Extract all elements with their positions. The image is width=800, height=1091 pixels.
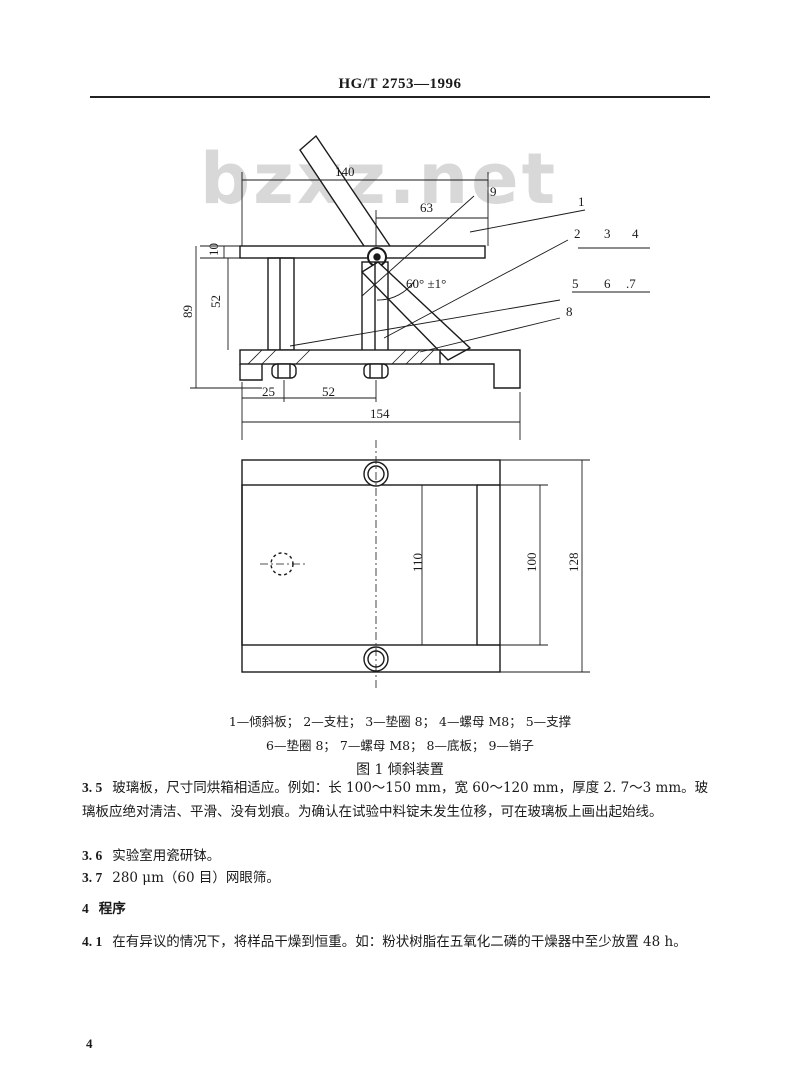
figure-legend-line-2: 6—垫圈 8； 7—螺母 M8； 8—底板； 9—销子 <box>266 738 534 753</box>
section-number: 3. 5 <box>82 780 103 795</box>
nut-left <box>271 363 297 379</box>
section-text: 程序 <box>98 901 126 917</box>
section-3-6: 3. 6 实验室用瓷研钵。 <box>82 844 714 868</box>
dim-52-vertical: 52 <box>208 295 223 308</box>
dim-63: 63 <box>420 200 433 215</box>
standard-code-header: HG/T 2753—1996 <box>338 76 462 92</box>
callout-2: 2 <box>574 226 581 241</box>
dim-100: 100 <box>524 553 539 573</box>
plan-inner <box>241 484 478 646</box>
dim-10: 10 <box>206 243 221 256</box>
angle-label: 60° ±1° <box>406 276 446 291</box>
section-4-1: 4. 1 在有异议的情况下，将样品干燥到恒重。如：粉状树脂在五氧化二磷的干燥器中至… <box>82 930 714 954</box>
support-block <box>267 257 295 351</box>
section-number: 3. 7 <box>82 870 103 885</box>
section-text: 在有异议的情况下，将样品干燥到恒重。如：粉状树脂在五氧化二磷的干燥器中至少放置 … <box>112 934 687 950</box>
dim-140: 140 <box>335 164 355 179</box>
section-number: 4. 1 <box>82 934 103 949</box>
base-plate <box>239 349 441 365</box>
section-number: 4 <box>82 901 89 916</box>
nut-right <box>363 363 389 379</box>
figure-title: 图 1 倾斜装置 <box>356 762 444 778</box>
dim-154: 154 <box>370 406 390 421</box>
section-text: 玻璃板，尺寸同烘箱相适应。例如：长 100～150 mm，宽 60～120 mm… <box>82 780 709 820</box>
section-text: 280 μm（60 目）网眼筛。 <box>112 870 280 886</box>
section-number: 3. 6 <box>82 848 103 863</box>
callout-1: 1 <box>578 194 585 209</box>
watermark: bzxz.net <box>200 138 559 220</box>
callout-9: 9 <box>490 184 497 199</box>
callout-8: 8 <box>566 304 573 319</box>
tilting-device-drawing: 140 63 10 52 89 60° ±1° 25 52 154 110 10… <box>180 134 650 690</box>
dim-25: 25 <box>262 384 275 399</box>
callout-6: 6 <box>604 276 611 291</box>
dim-52-horizontal: 52 <box>322 384 335 399</box>
dim-110: 110 <box>410 553 425 572</box>
callout-5: 5 <box>572 276 579 291</box>
callout-7: .7 <box>626 276 636 291</box>
top-plate <box>239 245 486 259</box>
callout-4: 4 <box>632 226 639 241</box>
header-rule <box>90 96 710 98</box>
dim-128: 128 <box>566 553 581 573</box>
section-3-7: 3. 7 280 μm（60 目）网眼筛。 <box>82 866 714 890</box>
section-text: 实验室用瓷研钵。 <box>112 848 221 864</box>
plan-outer <box>241 459 501 673</box>
tilt-plate <box>299 134 391 259</box>
dim-89: 89 <box>180 305 195 318</box>
section-4-heading: 4 程序 <box>82 897 714 921</box>
figure-legend-line-1: 1—倾斜板； 2—支柱； 3—垫圈 8； 4—螺母 M8； 5—支撑 <box>228 714 572 729</box>
page-number: 4 <box>86 1036 93 1051</box>
callout-3: 3 <box>604 226 611 241</box>
